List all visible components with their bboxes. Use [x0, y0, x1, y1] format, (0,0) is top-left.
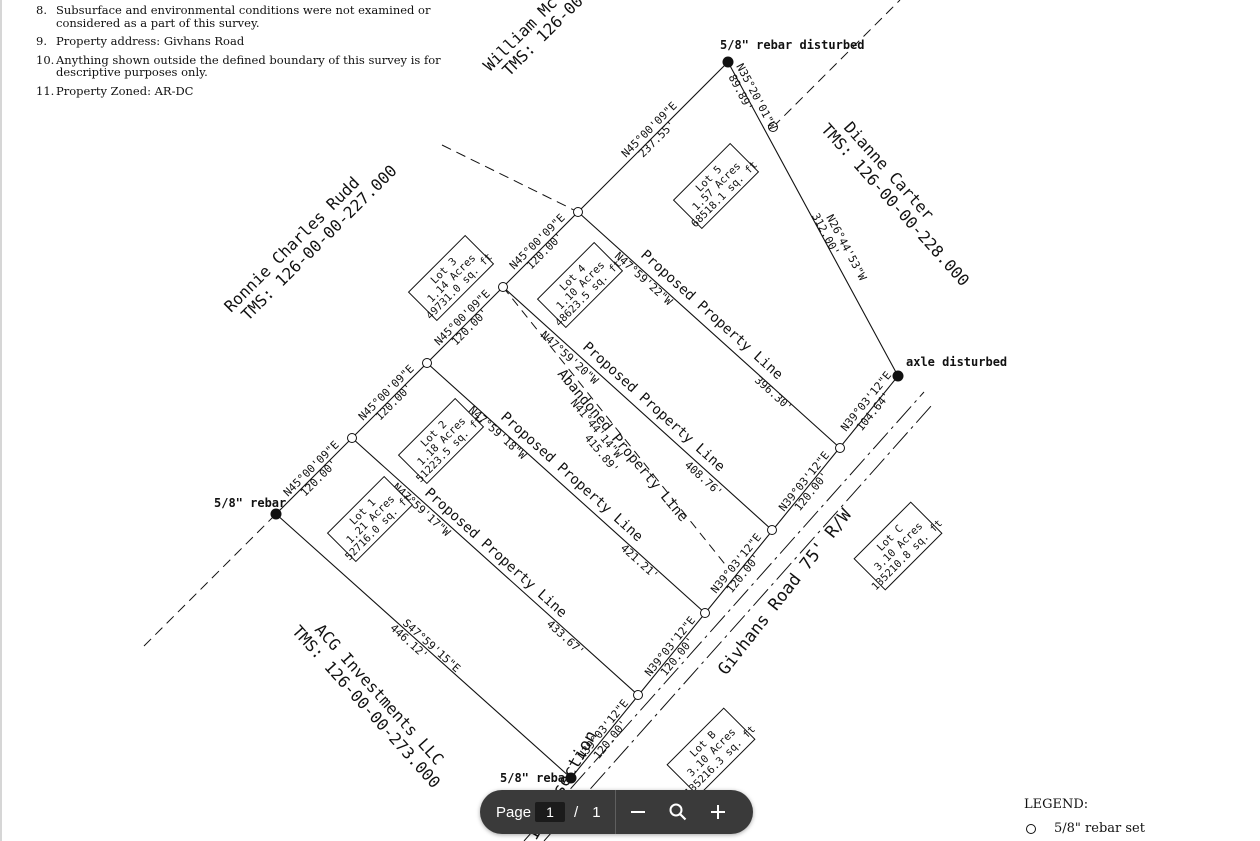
corner-label-axle: axle disturbed — [906, 355, 1007, 369]
note-text: Property Zoned: AR-DC — [56, 83, 194, 98]
rebar-set-marker — [633, 690, 643, 700]
rebar-set-marker — [700, 608, 710, 618]
proposed-line-1 — [351, 437, 639, 696]
abandoned-line-west — [441, 144, 579, 213]
note-item: 8. Subsurface and environmental condition… — [36, 4, 456, 29]
proposed-line-4 — [577, 211, 841, 449]
page-label: Page — [496, 803, 532, 821]
plus-icon — [710, 805, 725, 819]
rebar-set-marker — [498, 282, 508, 292]
rebar-set-marker — [835, 443, 845, 453]
rebar-set-marker — [347, 433, 357, 443]
note-number: 11. — [36, 83, 55, 98]
owner-name-rudd: Ronnie Charles Rudd — [220, 173, 363, 316]
found-monument-marker — [892, 370, 904, 382]
boundary-southwest — [275, 513, 572, 779]
line-label: Proposed Property Line — [637, 247, 786, 383]
line-label: Abandoned Property Line — [554, 366, 691, 525]
lot-c-box: Lot C 3.10 Acres 135210.8 sq. ft — [853, 501, 945, 593]
corner-label-left: 5/8" rebar — [214, 496, 286, 510]
note-text: Anything shown outside the defined bound… — [56, 52, 441, 79]
distance-label: 433.67' — [544, 618, 587, 659]
open-circle-icon — [1026, 823, 1036, 834]
corner-label-bottom: 5/8" rebar — [500, 771, 572, 785]
proposed-line-3 — [502, 286, 773, 531]
rebar-set-marker — [422, 358, 432, 368]
corner-label-top: 5/8" rebar disturbed — [720, 38, 865, 52]
owner-tms-rudd: TMS: 126-00-00-227.000 — [237, 161, 400, 324]
legend-item-label: 5/8" rebar set — [1054, 821, 1145, 836]
rebar-set-marker — [768, 122, 778, 132]
found-monument-marker — [270, 508, 282, 520]
boundary-northeast — [727, 61, 899, 377]
magnifier-icon — [669, 803, 686, 821]
proposed-line-2 — [426, 362, 706, 614]
found-monument-marker — [565, 772, 577, 784]
road-centerline — [543, 404, 933, 841]
page-number-input[interactable] — [535, 802, 566, 822]
adjoiner-dashed-line — [772, 0, 901, 128]
note-text: Property address: Givhans Road — [56, 34, 245, 48]
note-number: 10. — [36, 52, 55, 67]
zoom-out-button[interactable] — [618, 790, 658, 834]
toolbar-divider — [614, 790, 616, 834]
rebar-set-marker — [573, 207, 583, 217]
owner-tms-carter: TMS: 126-00-00-228.000 — [817, 120, 973, 290]
distance-label: 421.21' — [618, 542, 661, 583]
note-text: Subsurface and environmental conditions … — [56, 3, 431, 30]
road-centerline — [523, 391, 925, 841]
total-pages: 1 — [592, 803, 601, 821]
page-edge — [0, 0, 2, 841]
zoom-in-button[interactable] — [698, 790, 738, 834]
legend: LEGEND: 5/8" rebar set — [1024, 797, 1145, 836]
found-monument-marker — [722, 56, 734, 68]
minus-icon — [630, 811, 645, 813]
survey-notes: 8. Subsurface and environmental condition… — [36, 4, 456, 103]
note-item: 9. Property address: Givhans Road — [36, 35, 456, 48]
legend-item: 5/8" rebar set — [1024, 821, 1145, 836]
adjoiner-dashed-line — [143, 513, 277, 647]
zoom-fit-button[interactable] — [658, 790, 698, 834]
note-number: 8. — [36, 3, 47, 17]
lot-5-box: Lot 5 1.57 Acres 68518.1 sq. ft — [672, 142, 760, 230]
line-label: Proposed Property Line — [421, 485, 570, 621]
note-item: 11.Property Zoned: AR-DC — [36, 83, 456, 98]
boundary-southeast — [570, 375, 899, 779]
lot-b-box: Lot B 3.10 Acres 135216.3 sq. ft — [666, 707, 758, 799]
legend-title: LEGEND: — [1024, 797, 1089, 812]
note-item: 10.Anything shown outside the defined bo… — [36, 52, 456, 79]
note-number: 9. — [36, 34, 47, 48]
line-label: Proposed Property Line — [497, 409, 646, 545]
page-separator: / — [574, 803, 579, 821]
pdf-page-toolbar: Page / 1 — [480, 790, 753, 834]
rebar-set-marker — [767, 525, 777, 535]
